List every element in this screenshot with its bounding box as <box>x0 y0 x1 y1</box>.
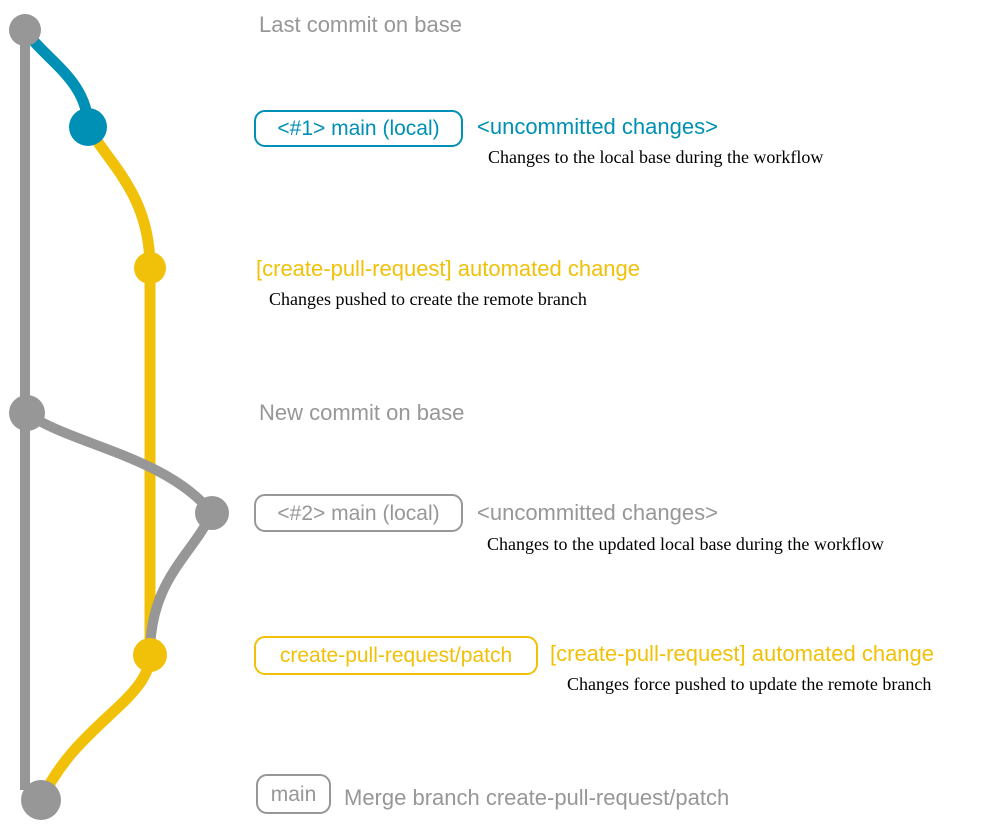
patch-merge-curve <box>35 654 156 804</box>
note-new-commit-on-base: New commit on base <box>259 400 465 425</box>
commit-dot-automated-change-1 <box>134 252 166 284</box>
commit-caption-automated-2: Changes force pushed to update the remot… <box>567 674 932 694</box>
branch-badge-label: main <box>270 782 317 806</box>
commit-message-uncommitted-1: <uncommitted changes> <box>477 114 718 139</box>
commit-caption-automated-1: Changes pushed to create the remote bran… <box>269 289 587 309</box>
branch-badge-main-local-1: <#1> main (local) <box>254 110 463 147</box>
local-main-2-to-patch-curve <box>145 510 217 656</box>
commit-dot-merge <box>21 780 61 820</box>
commit-caption-uncommitted-1: Changes to the local base during the wor… <box>488 147 824 167</box>
commit-dot-main-local-1 <box>69 108 107 146</box>
branch-badge-label: create-pull-request/patch <box>279 644 513 667</box>
branch-badge-main-local-2: <#2> main (local) <box>254 494 463 532</box>
commit-message-merge: Merge branch create-pull-request/patch <box>344 785 730 810</box>
commit-dot-main-local-2 <box>195 496 229 530</box>
commit-dot-automated-change-2 <box>133 638 167 672</box>
commit-message-automated-2: [create-pull-request] automated change <box>550 641 935 666</box>
note-last-commit-on-base: Last commit on base <box>259 12 462 37</box>
branch-badge-label: <#2> main (local) <box>277 501 440 525</box>
patch-branch-creation-curve <box>83 124 156 269</box>
branch-badge-patch: create-pull-request/patch <box>254 636 538 675</box>
commit-dot-new-base <box>9 395 45 431</box>
commit-message-uncommitted-2: <uncommitted changes> <box>477 500 718 525</box>
commit-caption-uncommitted-2: Changes to the updated local base during… <box>487 534 884 554</box>
base-to-local-main-2-curve <box>22 407 216 517</box>
branch-badge-label: <#1> main (local) <box>277 117 440 140</box>
commit-message-automated-1: [create-pull-request] automated change <box>256 256 641 281</box>
branch-badge-main: main <box>256 774 331 814</box>
commit-dot-last-base <box>9 14 41 46</box>
